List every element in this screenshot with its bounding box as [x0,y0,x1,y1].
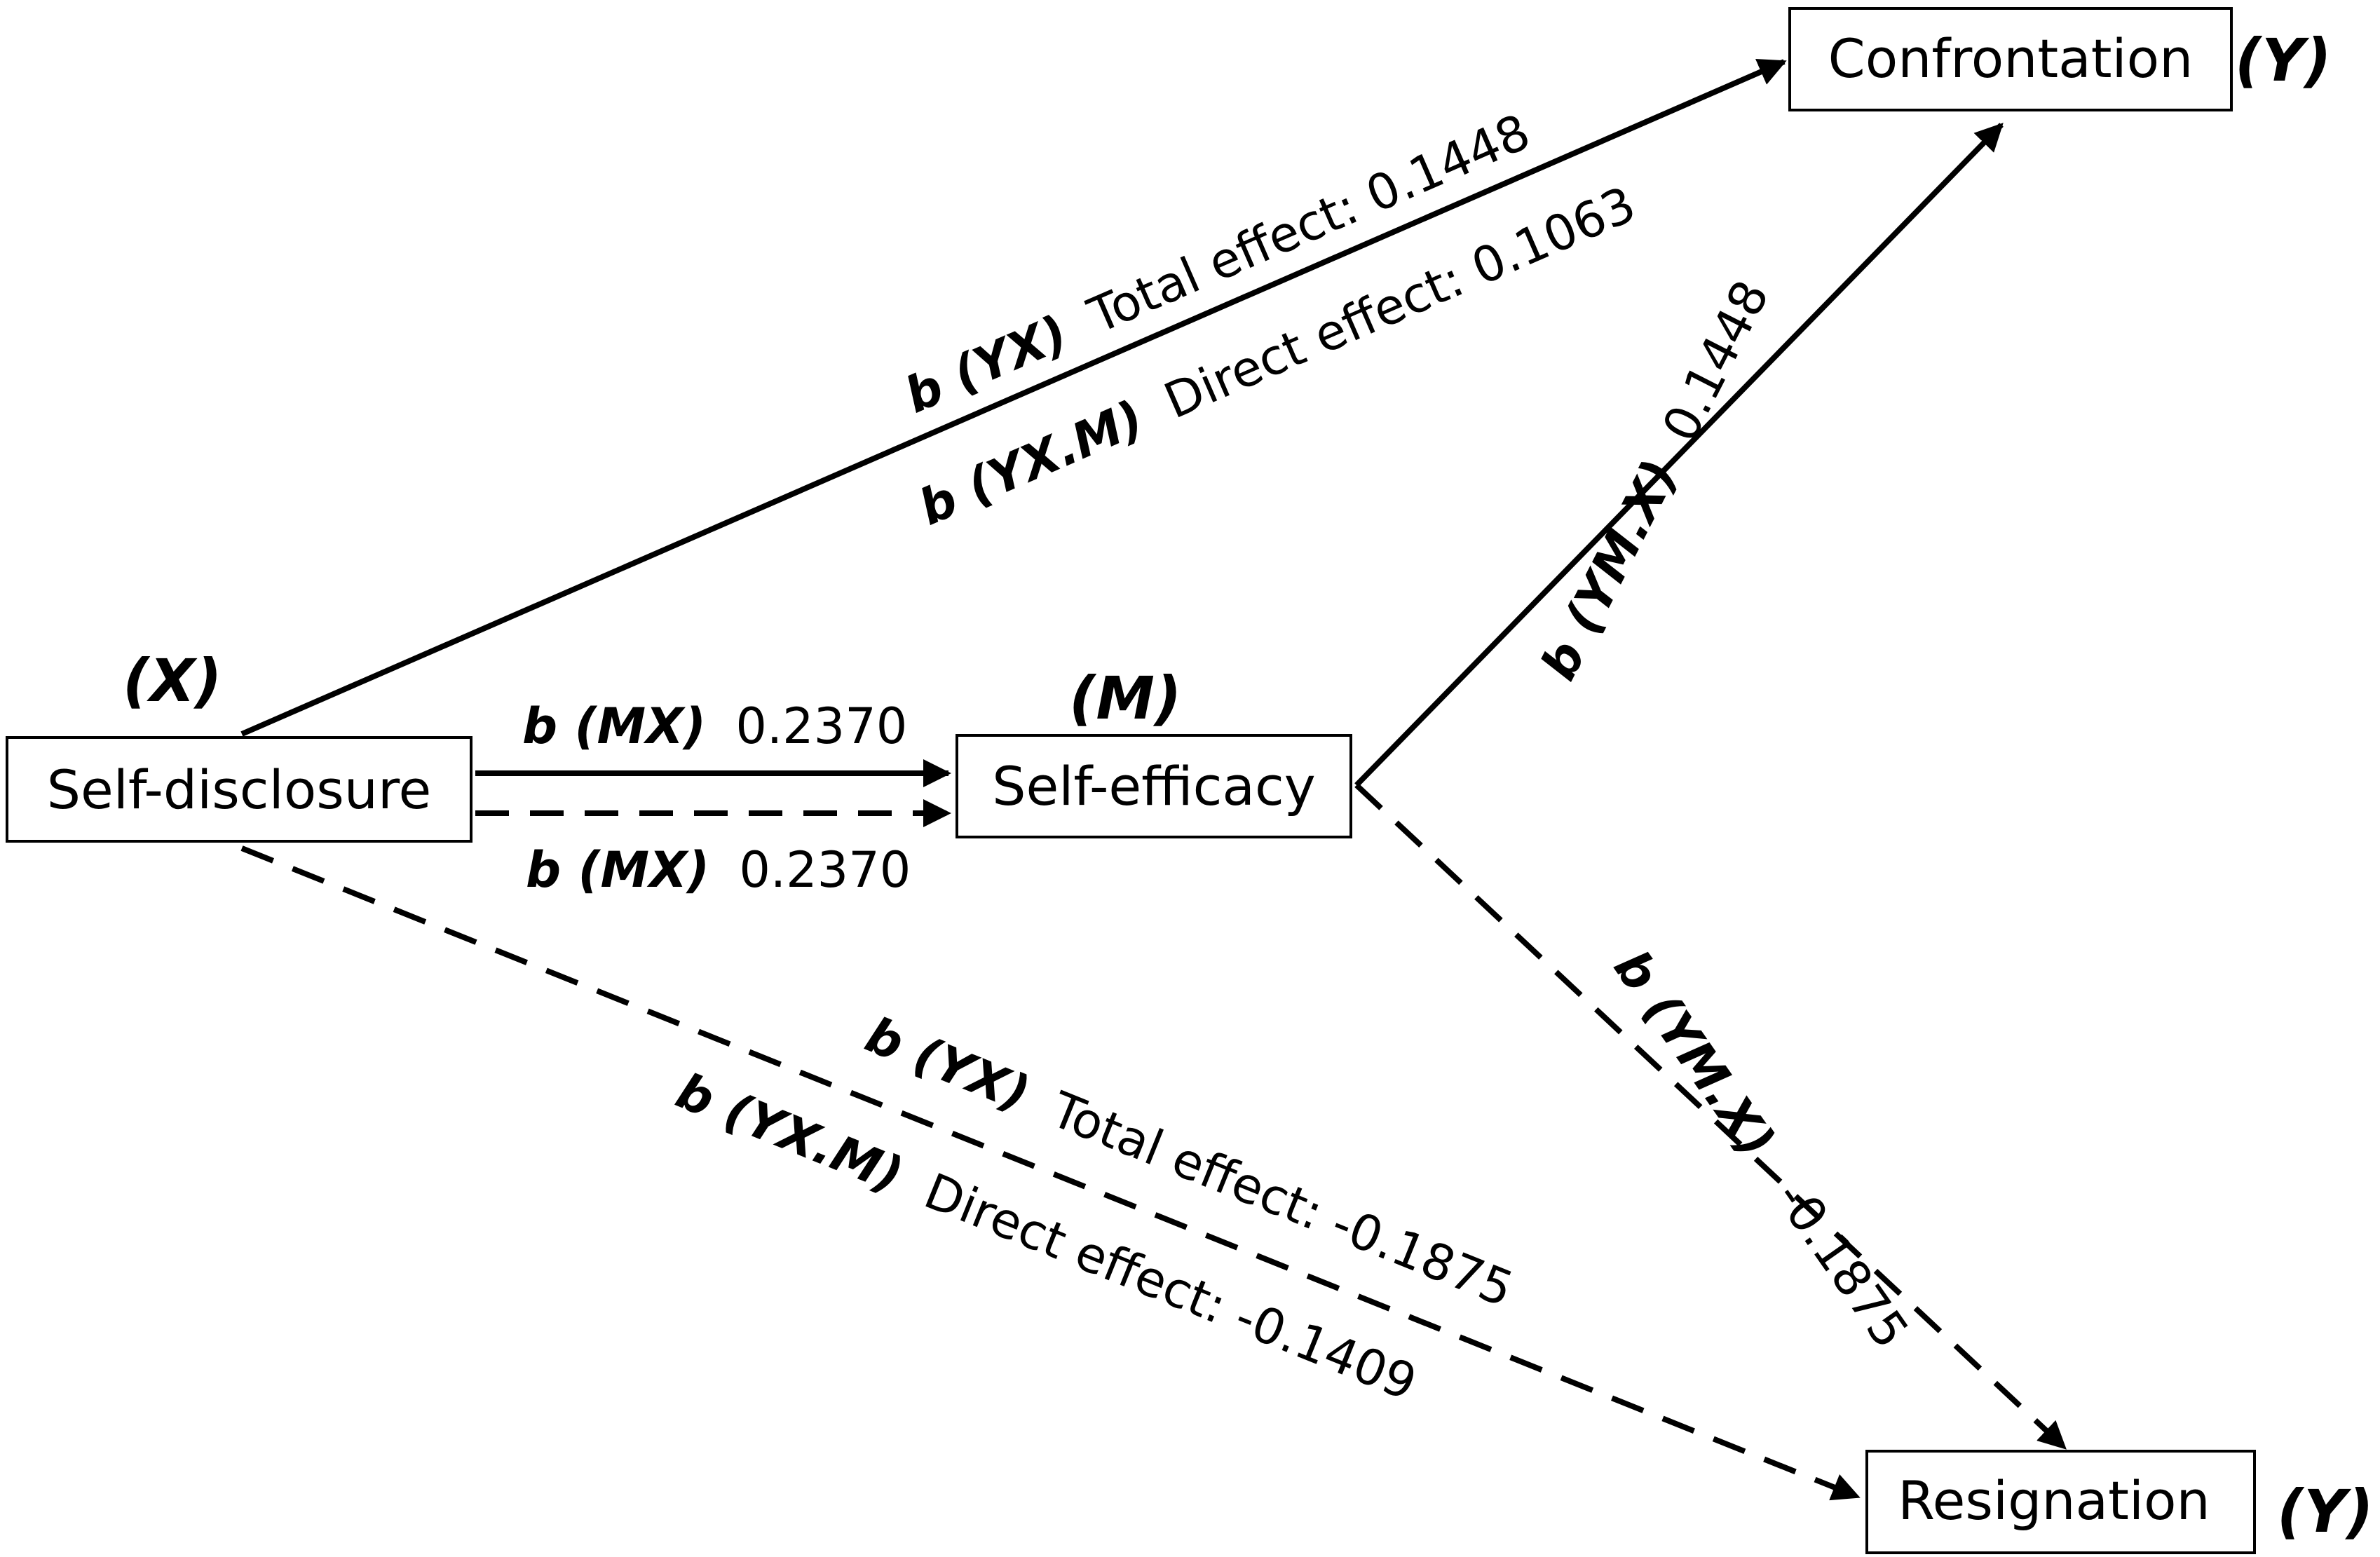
edge-m-confrontation [1354,123,2004,787]
node-label: Self-efficacy [992,755,1316,817]
node-self-disclosure: Self-disclosure [6,736,472,843]
label-ym-confrontation: b (YM.X) 0.1448 [1530,271,1781,689]
label-mx-dashed: b (MX) 0.2370 [526,841,911,899]
edge-x-confrontation [240,59,1787,737]
node-confrontation: Confrontation [1788,7,2233,111]
role-label-y-confrontation: (Y) [2235,26,2332,95]
node-resignation: Resignation [1865,1450,2256,1554]
node-label: Self-disclosure [47,759,432,821]
role-label-x: (X) [123,646,222,715]
node-label: Confrontation [1828,27,2194,90]
label-mx-solid: b (MX) 0.2370 [522,698,907,755]
role-label-m: (M) [1069,664,1181,733]
label-ym-resignation: b (YM.X) -0.1875 [1603,940,1920,1359]
node-label: Resignation [1898,1469,2210,1532]
node-self-efficacy: Self-efficacy [956,734,1352,838]
role-label-y-resignation: (Y) [2277,1477,2374,1546]
edge-x-resignation [240,845,1861,1501]
